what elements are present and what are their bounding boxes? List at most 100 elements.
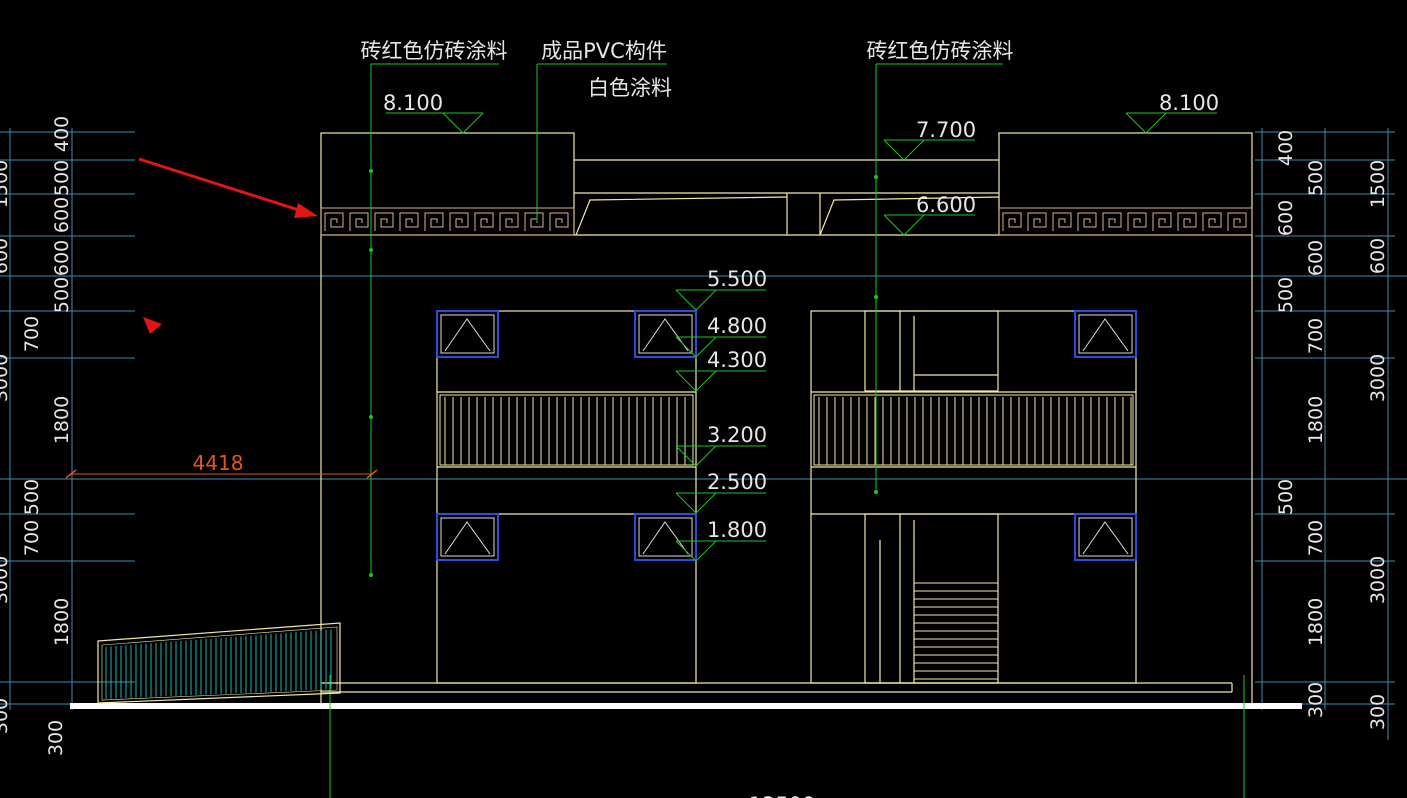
elevation-4300: 4.300 [707,348,767,372]
elevation-8100-left: 8.100 [383,91,443,115]
frieze-border [320,207,575,236]
left-dim-600b: 600 [51,240,73,276]
left-dim-700b: 700 [21,520,43,556]
right-dim-1800a: 1800 [1305,396,1327,444]
balustrade-frame [813,394,1134,466]
window-opening-mark [444,318,491,352]
right-dim-600a: 600 [1275,200,1297,236]
left-dim-400: 400 [51,116,73,152]
left-outer-600: 600 [0,238,12,274]
meander-unit [374,212,394,231]
elevation-triangle [675,289,717,311]
left-outer-3000b: 3000 [0,556,12,604]
left-outer-3000a: 3000 [0,354,12,402]
dimension-4418: 4418 [65,451,378,479]
meander-unit [1177,212,1197,231]
elevation-triangle [675,445,717,467]
meander-unit [1052,212,1072,231]
right-outer-3000a: 3000 [1367,354,1389,402]
elevation-triangle [1125,112,1167,134]
balustrade [439,394,1134,466]
meander-unit [1227,212,1247,231]
pvc-component-label: 成品PVC构件 [541,39,667,63]
meander-unit [499,212,519,231]
elevation-6600: 6.600 [916,193,976,217]
right-dim-1800b: 1800 [1305,598,1327,646]
left-material-label: 砖红色仿砖涂料 [361,39,508,63]
elevation-7700: 7.700 [916,118,976,142]
meander-unit [1077,212,1097,231]
elevation-triangle [675,492,717,514]
left-dim-500a: 500 [51,160,73,196]
window-opening-mark [1082,318,1129,352]
window-pane [1078,517,1133,557]
right-dim-500a: 500 [1305,160,1327,196]
meander-unit [1152,212,1172,231]
elevation-5500: 5.500 [707,267,767,291]
left-dim-600a: 600 [51,197,73,233]
elevation-triangle [883,139,925,161]
axis-lines [329,675,1245,798]
elevation-8100-right: 8.100 [1159,91,1219,115]
meander-unit [1202,212,1222,231]
elevation-triangle [675,370,717,392]
window-opening-mark [444,521,491,555]
window-opening-mark [642,318,689,352]
meander-unit [424,212,444,231]
meander-unit [524,212,544,231]
elevation-1800: 1.800 [707,518,767,542]
meander-unit [474,212,494,231]
right-outer-600: 600 [1367,238,1389,274]
frieze-border [998,207,1253,236]
left-outer-300: 300 [0,698,12,734]
left-dim-1800a: 1800 [51,396,73,444]
red-arrow-annotation [138,157,318,218]
window-pane [440,314,495,354]
right-dim-400: 400 [1275,130,1297,166]
elevation-markers [386,112,1217,562]
leader-lines [370,63,1003,576]
left-dim-700a: 700 [21,316,43,352]
window-opening-mark [642,521,689,555]
meander-unit [549,212,569,231]
window-frame [1074,310,1137,358]
left-dim-500c: 500 [21,479,43,515]
dimension-grid-lines [0,128,1407,740]
balustrade-frame [439,394,694,466]
meander-unit [399,212,419,231]
ground-line [70,703,1302,709]
stair-treads [914,582,998,680]
meander-unit [324,212,344,231]
elevation-4800: 4.800 [707,314,767,338]
right-outer-300: 300 [1367,694,1389,730]
bottom-total-dimension: 13500 [749,793,816,798]
meander-unit [349,212,369,231]
window-frame [634,513,697,561]
window-frame [634,310,697,358]
right-dim-700a: 700 [1305,318,1327,354]
elevation-triangle [883,214,925,236]
right-outer-1500: 1500 [1367,160,1389,208]
elevation-2500: 2.500 [707,470,767,494]
leader-dots [369,169,878,577]
right-dim-700b: 700 [1305,520,1327,556]
entrance-ramp [97,622,341,704]
window-opening-mark [1082,521,1129,555]
elevation-triangle [675,540,717,562]
window-frame [436,513,499,561]
window-frame [436,310,499,358]
windows [436,310,1137,561]
left-dim-1800b: 1800 [51,598,73,646]
right-dim-500c: 500 [1275,479,1297,515]
right-dim-300: 300 [1305,682,1327,718]
meander-unit [1027,212,1047,231]
elevation-triangle [675,336,717,358]
mouse-cursor-icon [143,317,162,334]
left-outer-1500: 1500 [0,160,12,208]
left-dim-500b: 500 [51,277,73,313]
meander-unit [1102,212,1122,231]
right-dim-600b: 600 [1305,240,1327,276]
right-dim-500b: 500 [1275,277,1297,313]
building-outline [320,132,1253,703]
